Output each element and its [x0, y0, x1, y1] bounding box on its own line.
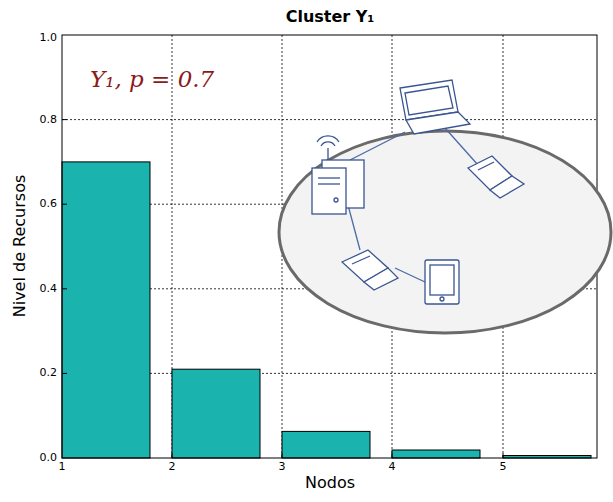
tick-label: 0.6	[40, 198, 58, 210]
axis-label: Nivel de Recursos	[11, 175, 29, 318]
tick-label: 1.0	[40, 32, 58, 44]
tick-label: 5	[500, 461, 507, 473]
chart-title: Cluster Y₁	[286, 8, 375, 26]
tick-label: 0.2	[40, 367, 58, 379]
tick-label: 0.8	[40, 114, 58, 126]
bar	[282, 431, 370, 458]
network-illustration	[279, 80, 611, 333]
tick-label: 4	[389, 461, 396, 473]
annotation: Y₁, p = 0.7	[90, 67, 214, 92]
bar	[172, 369, 260, 458]
tick-label: 3	[279, 461, 286, 473]
laptop-icon	[400, 80, 470, 134]
tablet-icon	[425, 260, 459, 304]
tick-label: 2	[169, 461, 176, 473]
bar	[62, 162, 150, 458]
phone-icon	[468, 156, 524, 198]
tick-label: 1	[59, 461, 66, 473]
tick-label: 0.4	[40, 283, 58, 295]
bar	[392, 450, 480, 458]
server-icon	[312, 136, 364, 214]
axis-label: Nodos	[305, 474, 355, 492]
tick-label: 0.0	[40, 452, 58, 464]
phone-icon	[342, 250, 398, 290]
